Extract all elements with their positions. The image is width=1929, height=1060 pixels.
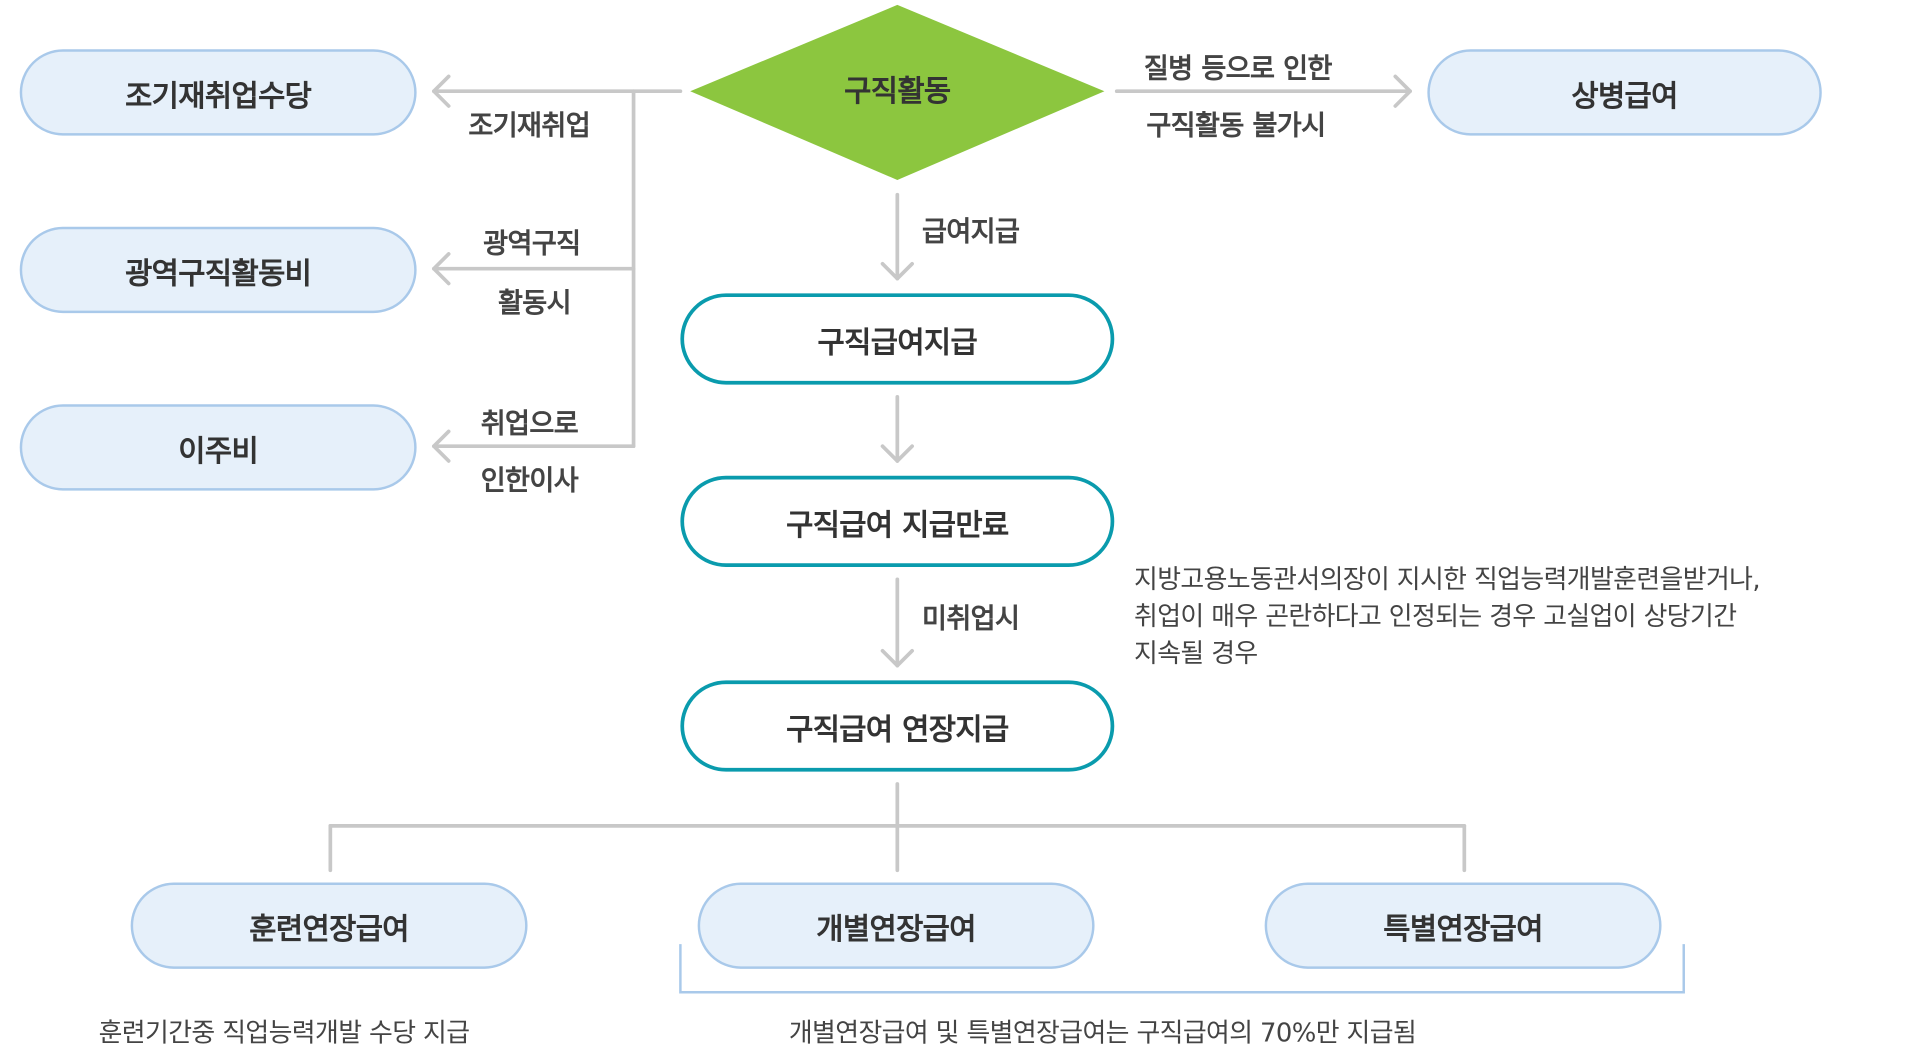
sickness-benefit-box: 상병급여 [1427,49,1822,136]
arrowhead-relocation [432,429,451,463]
arrowhead-early-reemployment [432,74,451,108]
job-seeking-benefit-payment-box: 구직급여지급 [680,293,1115,385]
arrowhead-benefit-payment [880,261,914,281]
individual-extension-benefit-box: 개별연장급여 [697,882,1095,969]
wide-area-edge-label-line2: 활동시 [497,288,572,320]
arrowhead-extension [880,648,914,668]
job-search-label: 구직활동 [844,73,951,109]
extension-condition-note-line2: 취업이 매우 곤란하다고 인정되는 경우 고실업이 상당기간 [1133,601,1737,632]
wide-area-edge-label-line1: 광역구직 [483,229,581,261]
early-reemployment-allowance-box: 조기재취업수당 [19,49,417,136]
extension-bracket [679,944,1685,994]
sickness-edge-label-line1: 질병 등으로 인한 [1143,54,1333,86]
benefit-paid-edge-label: 급여지급 [921,216,1020,248]
extension-condition-note-line1: 지방고용노동관서의장이 지시한 직업능력개발훈련을받거나, [1133,564,1761,595]
early-reemployment-edge-label: 조기재취업 [468,110,591,142]
relocation-cost-box: 이주비 [19,404,417,491]
unemployed-edge-label: 미취업시 [921,603,1020,635]
extension-condition-note-line3: 지속될 경우 [1133,638,1258,669]
benefit-extension-payment-box: 구직급여 연장지급 [680,680,1115,772]
special-extension-benefit-box: 특별연장급여 [1264,882,1662,969]
training-extension-benefit-box: 훈련연장급여 [130,882,528,969]
sickness-edge-label-line2: 구직활동 불가시 [1146,110,1326,142]
relocation-edge-label-line1: 취업으로 [480,409,579,441]
arrowhead-sickness [1393,74,1412,108]
arrowhead-payment-completed [880,444,914,463]
benefit-payment-completed-box: 구직급여 지급만료 [680,475,1115,567]
job-search-diamond [690,4,1105,180]
wide-area-job-search-cost-box: 광역구직활동비 [19,226,417,314]
relocation-edge-label-line2: 인한이사 [480,465,579,497]
extension-rate-note: 개별연장급여 및 특별연장급여는 구직급여의 70%만 지급됨 [788,1018,1417,1048]
arrowhead-wide-area [432,252,451,286]
training-note: 훈련기간중 직업능력개발 수당 지급 [98,1018,470,1048]
